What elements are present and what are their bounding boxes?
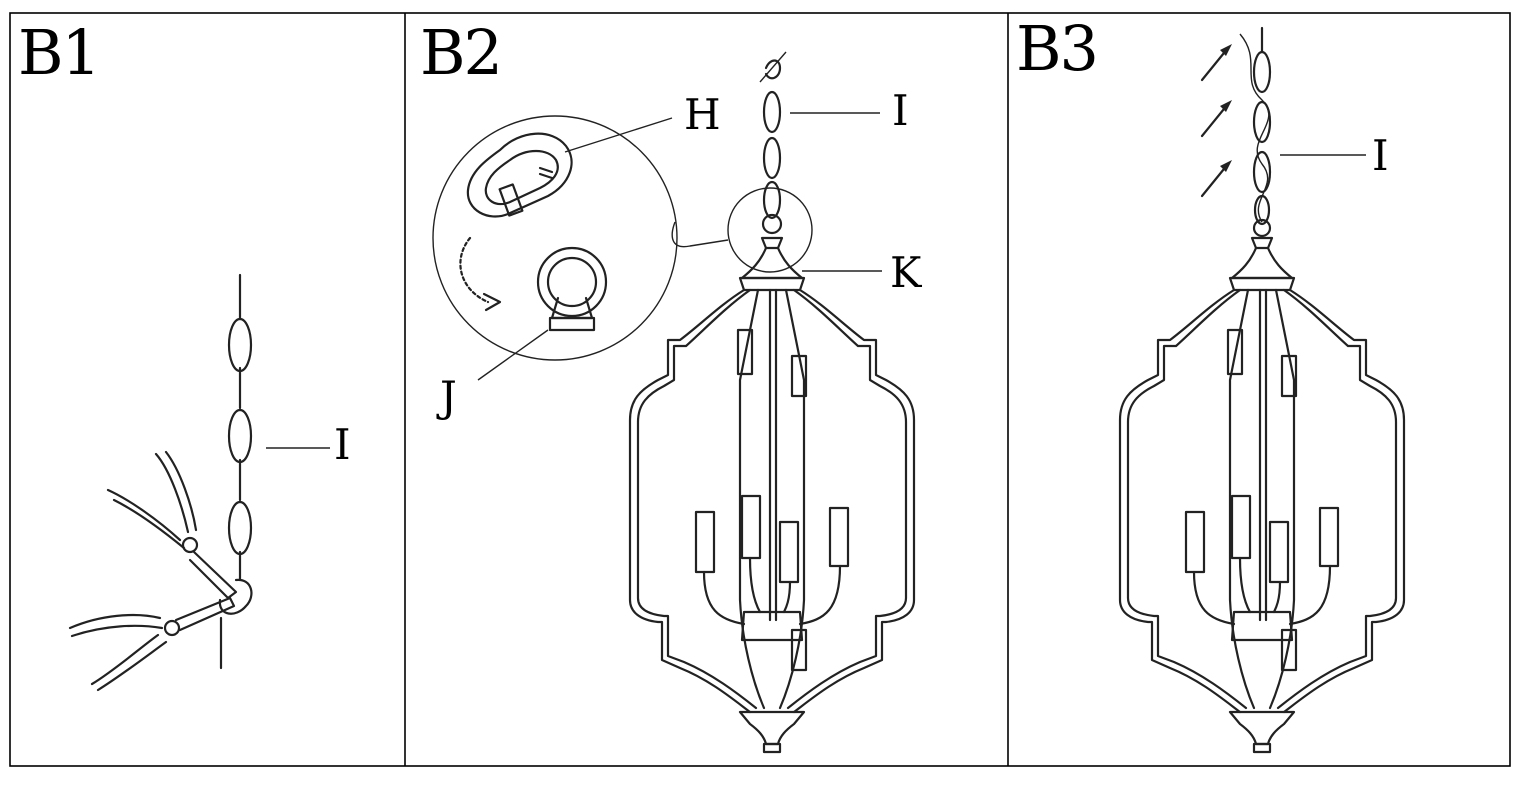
outer-border xyxy=(9,12,1511,767)
panel-title-b3: B3 xyxy=(1016,12,1099,85)
b2-chandelier xyxy=(628,236,916,754)
panel-title-b2: B2 xyxy=(420,16,503,89)
pliers-icon xyxy=(68,450,238,692)
panel-title-b1: B1 xyxy=(18,16,101,89)
b3-label-i: I xyxy=(1372,131,1389,180)
up-arrow-icon xyxy=(1200,44,1232,198)
b2-label-h: H xyxy=(684,90,721,139)
b3-chain xyxy=(1239,26,1272,238)
b1-label-i: I xyxy=(334,420,351,469)
b3-chandelier xyxy=(1118,236,1406,754)
b2-detail-magnifier xyxy=(432,115,813,381)
b2-label-j: J xyxy=(440,372,457,421)
b1-chain xyxy=(218,273,253,670)
b2-label-i: I xyxy=(892,86,909,135)
b2-label-k: K xyxy=(890,248,922,297)
b2-chain xyxy=(759,51,787,235)
